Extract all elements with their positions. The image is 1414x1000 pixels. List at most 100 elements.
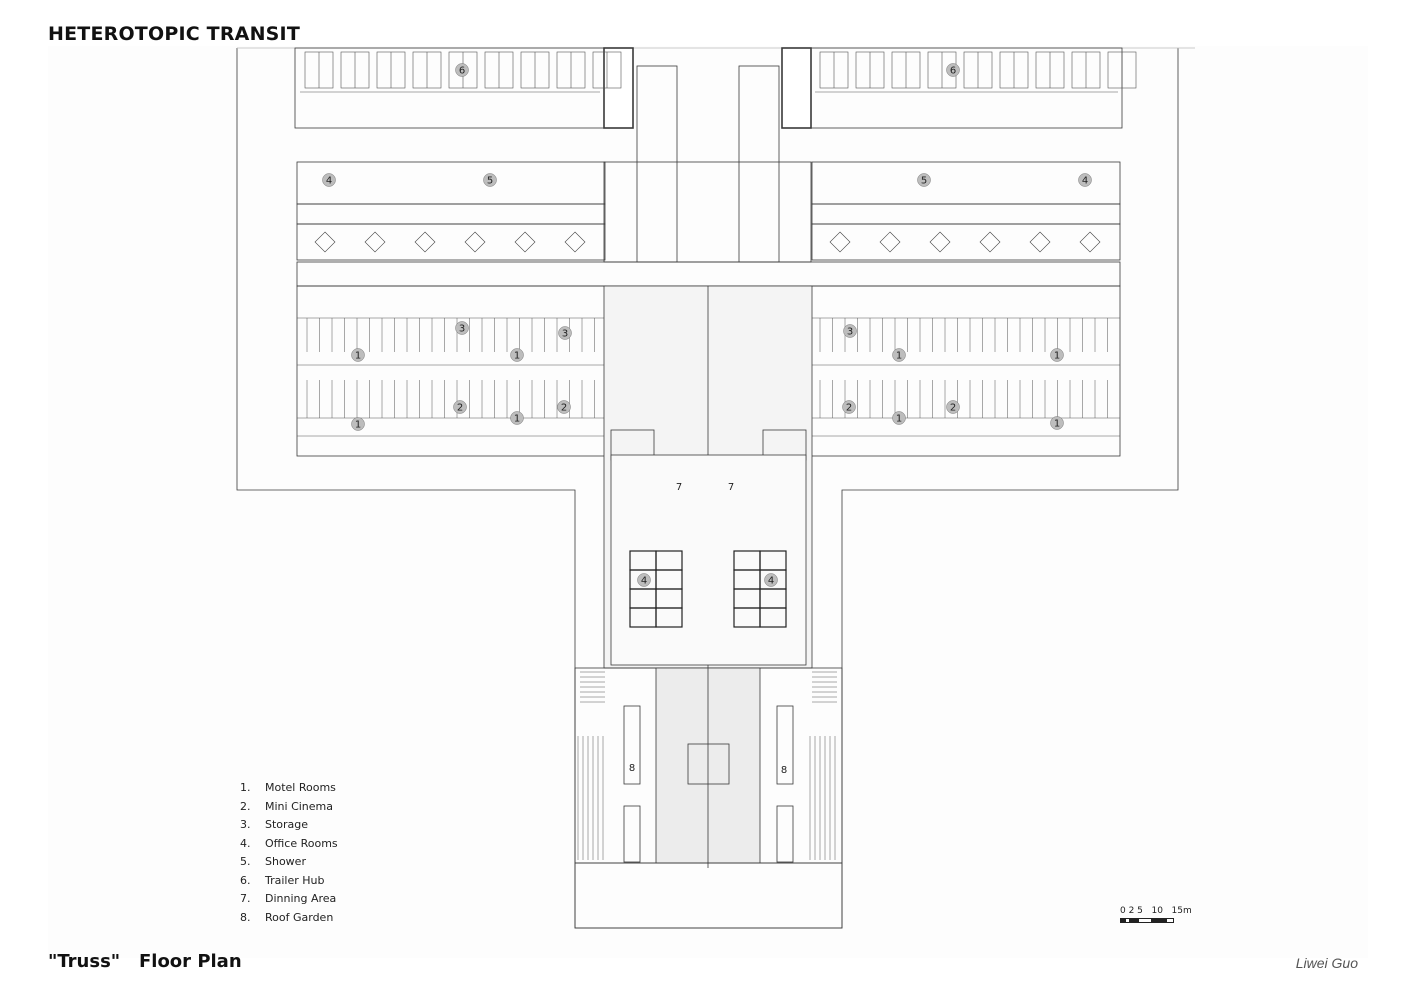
truss-node [564,231,586,253]
room-legend: 1. Motel Rooms 2. Mini Cinema 3.Storage 4.… [240,781,338,929]
legend-label: Dinning Area [265,892,337,905]
dining-floor [610,454,807,666]
legend-number: 2. [240,799,251,813]
office-room [759,607,787,628]
court-pavilion [687,743,730,785]
trailer-hub-right-end [781,47,812,129]
motel-wing-right [809,285,1121,457]
corridor-left [296,203,606,225]
room-tag: 1 [1050,416,1064,430]
svg-text:4: 4 [1082,176,1088,187]
legend-number: 8. [240,910,251,924]
room-tag: 1 [351,348,365,362]
truss-node [464,231,486,253]
svg-text:3: 3 [847,327,853,338]
svg-text:1: 1 [514,414,520,425]
svg-text:5: 5 [921,176,927,187]
svg-text:2: 2 [457,403,463,414]
legend-item: 8. Roof Garden [240,911,338,930]
svg-text:6: 6 [950,66,956,77]
legend-item: 1. Motel Rooms [240,781,338,800]
legend-item: 4. Office Rooms [240,837,338,856]
svg-text:2: 2 [561,403,567,414]
svg-text:5: 5 [487,176,493,187]
room-tag-plain: 7 [676,482,682,493]
legend-item: 7. Dinning Area [240,892,338,911]
planter-right [776,705,794,785]
truss-node [314,231,336,253]
svg-text:6: 6 [459,66,465,77]
room-tag: 6 [455,63,469,77]
author-signature: Liwei Guo [1295,955,1358,971]
office-block-right [811,161,1121,205]
scale-bar: 0 2 5 10 15m [1120,906,1192,923]
service-band [296,261,1121,287]
legend-number: 1. [240,781,251,794]
svg-text:1: 1 [1054,351,1060,362]
legend-number: 7. [240,892,251,905]
truss-node [829,231,851,253]
room-tag: 1 [510,348,524,362]
truss-node [514,231,536,253]
truss-node [1029,231,1051,253]
legend-label: Mini Cinema [265,799,334,813]
office-block-left [296,161,606,205]
legend-item: 2. Mini Cinema [240,800,338,819]
room-tag: 2 [557,400,571,414]
planter-left [623,705,641,785]
office-room [655,607,683,628]
legend-item: 3.Storage [240,818,338,837]
room-tag: 5 [483,173,497,187]
roof-garden-bottom [574,862,843,929]
legend-number: 4. [240,836,251,850]
central-hall [603,161,812,263]
legend-label: Motel Rooms [265,781,336,794]
truss-band-left [296,223,606,261]
truss-node [1079,231,1101,253]
room-tag: 2 [946,400,960,414]
room-tag: 4 [1078,173,1092,187]
truss-node [364,231,386,253]
legend-label: Office Rooms [265,836,338,850]
planter-right-2 [776,805,794,863]
svg-text:3: 3 [562,329,568,340]
planter-left-2 [623,805,641,863]
svg-text:3: 3 [459,324,465,335]
room-tag: 4 [322,173,336,187]
svg-text:2: 2 [950,403,956,414]
legend-label: Roof Garden [265,910,334,924]
truss-node [414,231,436,253]
svg-text:4: 4 [641,576,647,587]
truss-band-right [811,223,1121,261]
svg-text:1: 1 [514,351,520,362]
svg-text:4: 4 [768,576,774,587]
legend-item: 5.Shower [240,855,338,874]
scale-labels: 0 2 5 10 15m [1120,906,1192,916]
room-tag: 3 [843,324,857,338]
legend-number: 3. [240,818,251,831]
room-tag: 2 [842,400,856,414]
room-tag: 2 [453,400,467,414]
room-tag: 1 [351,417,365,431]
svg-text:4: 4 [326,176,332,187]
room-tag: 4 [637,573,651,587]
svg-text:1: 1 [896,351,902,362]
room-tag: 6 [946,63,960,77]
room-tag-plain: 8 [781,765,787,776]
legend-number: 6. [240,873,251,887]
truss-column-right [738,65,780,263]
drawing-title: "Truss" Floor Plan [48,951,242,972]
room-tag: 1 [892,411,906,425]
room-tag: 1 [892,348,906,362]
truss-node [929,231,951,253]
room-tag: 1 [1050,348,1064,362]
svg-text:1: 1 [355,351,361,362]
corridor-right [811,203,1121,225]
svg-text:2: 2 [846,403,852,414]
motel-wing-left [296,285,607,457]
room-tag: 1 [510,411,524,425]
legend-label: Trailer Hub [265,873,325,887]
room-tag: 3 [455,321,469,335]
